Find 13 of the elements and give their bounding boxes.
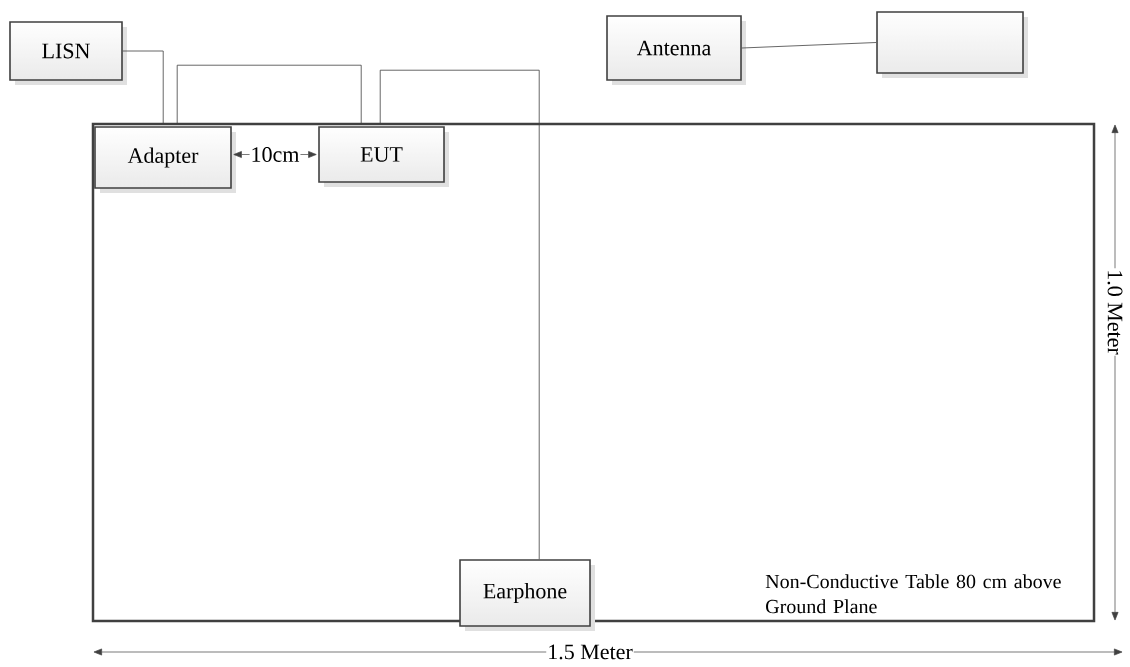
edge-label: 10cm <box>249 146 301 163</box>
dimension-label: 1.5 Meter <box>546 643 634 661</box>
device-box: Adapter <box>94 126 236 193</box>
cable <box>176 64 362 124</box>
dimension-label: 1.0 Meter <box>1106 268 1124 356</box>
cable <box>379 69 540 560</box>
device-box: EUT <box>318 126 449 187</box>
cable <box>741 42 877 49</box>
cable <box>122 50 164 124</box>
device-box: LISN <box>9 21 127 85</box>
device-box <box>876 11 1028 78</box>
device-box: Earphone <box>459 559 595 631</box>
device-box: Antenna <box>606 15 746 85</box>
